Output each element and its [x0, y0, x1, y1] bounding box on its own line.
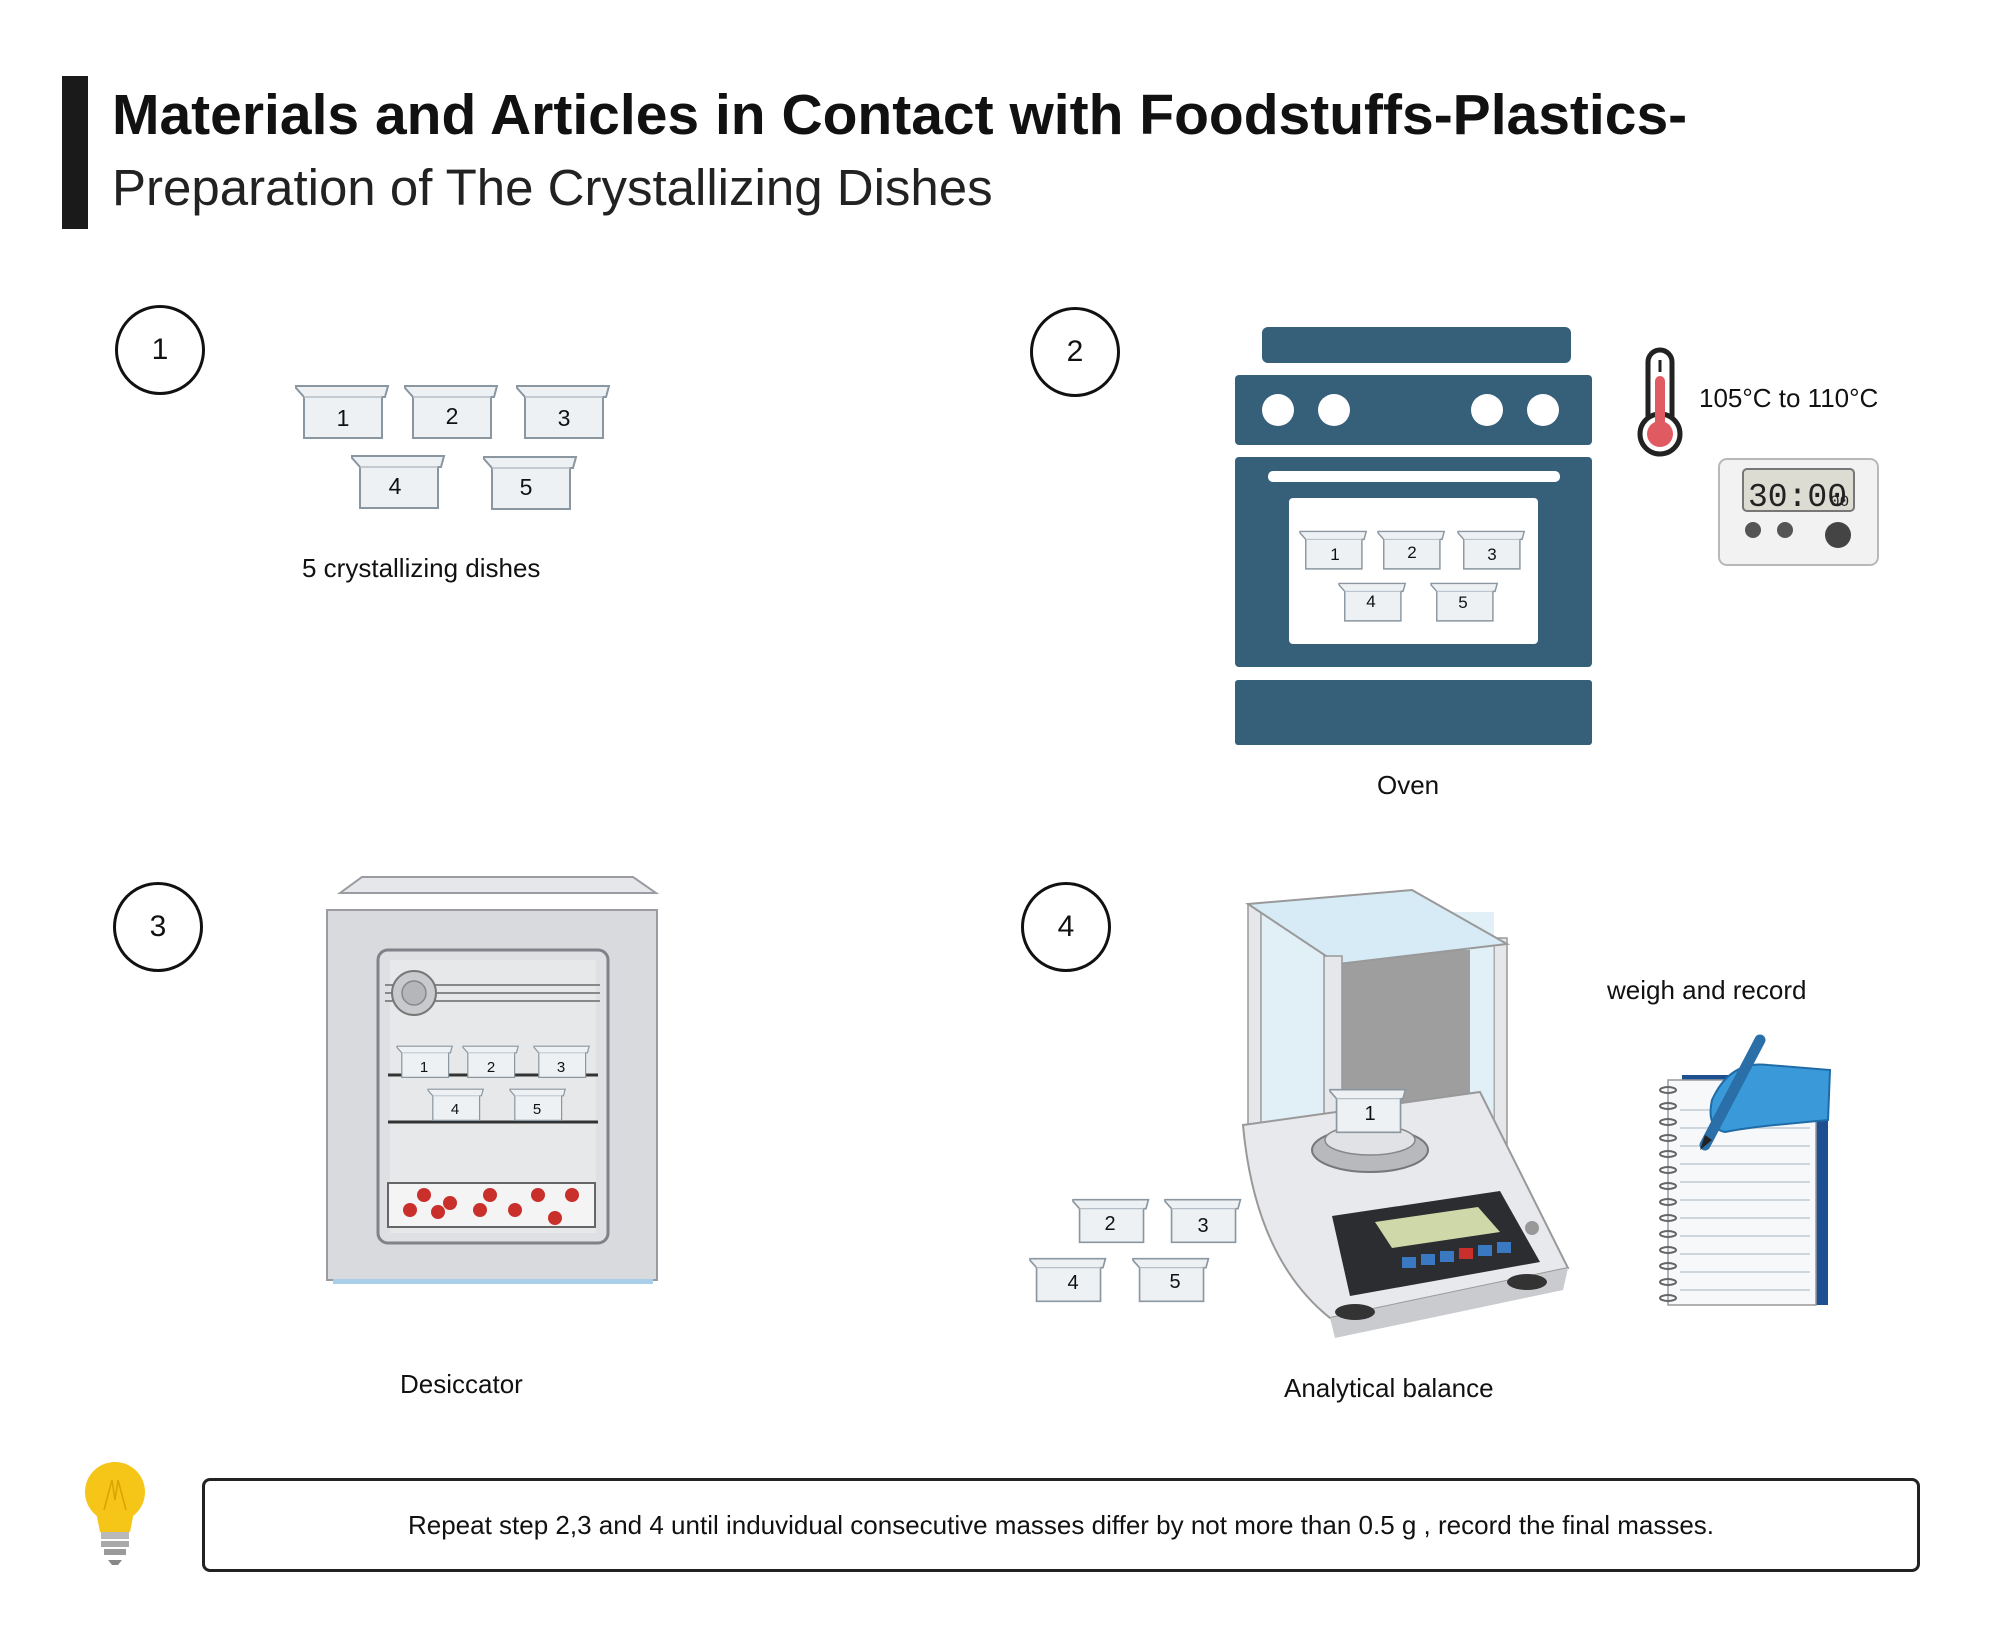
title-accent-bar	[62, 76, 88, 229]
svg-text:1: 1	[1364, 1103, 1375, 1125]
oven-dishes: 1 2 3 4 5	[1299, 530, 1525, 622]
svg-text:5: 5	[1169, 1271, 1180, 1293]
svg-text:2: 2	[446, 403, 459, 429]
svg-text:5: 5	[520, 474, 533, 500]
svg-text:5: 5	[1458, 593, 1467, 612]
svg-text:2: 2	[1407, 543, 1416, 562]
page-title: Materials and Articles in Contact with F…	[112, 83, 1688, 147]
analytical-balance: 1	[1241, 888, 1570, 1338]
svg-text:2: 2	[487, 1059, 495, 1076]
step2-caption: Oven	[1377, 770, 1440, 800]
step4-note: weigh and record	[1607, 975, 1807, 1005]
step-number-4: 4	[1021, 882, 1111, 972]
timer-display-small: 00	[1830, 493, 1849, 511]
step-number-1: 1	[115, 305, 205, 395]
svg-text:5: 5	[533, 1101, 541, 1118]
lightbulb-icon	[85, 1462, 145, 1565]
svg-text:3: 3	[557, 1059, 565, 1076]
step-number-2: 2	[1030, 307, 1120, 397]
timer-display: 30:00	[1748, 479, 1847, 516]
step1-dishes: 1 2 3 4 5	[295, 385, 610, 510]
desiccator: 1 2 3 4 5	[326, 876, 660, 1284]
svg-text:1: 1	[420, 1059, 428, 1076]
svg-text:4: 4	[451, 1101, 459, 1118]
step-number-3: 3	[113, 882, 203, 972]
svg-text:4: 4	[389, 473, 402, 499]
svg-text:3: 3	[558, 405, 571, 431]
dish-2: 2	[404, 385, 498, 439]
notebook-icon	[1659, 1034, 1832, 1306]
oven-temperature: 105°C to 110°C	[1699, 383, 1878, 413]
dish-1: 1	[295, 385, 389, 439]
dish-4: 4	[351, 455, 445, 509]
step4-caption: Analytical balance	[1284, 1373, 1494, 1403]
svg-text:4: 4	[1366, 592, 1375, 611]
repeat-instruction-box: Repeat step 2,3 and 4 until induvidual c…	[202, 1478, 1920, 1572]
svg-text:2: 2	[1104, 1213, 1115, 1235]
page-subtitle: Preparation of The Crystallizing Dishes	[112, 159, 993, 216]
balance-side-dishes: 2 3 4 5	[1029, 1198, 1242, 1303]
svg-text:3: 3	[1487, 545, 1496, 564]
hand-pen-icon	[1699, 1034, 1832, 1151]
thermometer-icon	[1637, 347, 1683, 457]
dish-3: 3	[516, 385, 610, 439]
dish-5: 5	[483, 456, 577, 510]
oven: 1 2 3 4 5	[1235, 327, 1592, 745]
step3-caption: Desiccator	[400, 1369, 523, 1399]
svg-text:4: 4	[1067, 1272, 1078, 1294]
step1-caption: 5 crystallizing dishes	[302, 553, 541, 583]
svg-text:1: 1	[1330, 545, 1339, 564]
repeat-instruction-text: Repeat step 2,3 and 4 until induvidual c…	[407, 1509, 1715, 1540]
svg-text:1: 1	[337, 405, 350, 431]
svg-text:3: 3	[1197, 1215, 1208, 1237]
timer-icon: 30:00 00	[1718, 458, 1879, 566]
